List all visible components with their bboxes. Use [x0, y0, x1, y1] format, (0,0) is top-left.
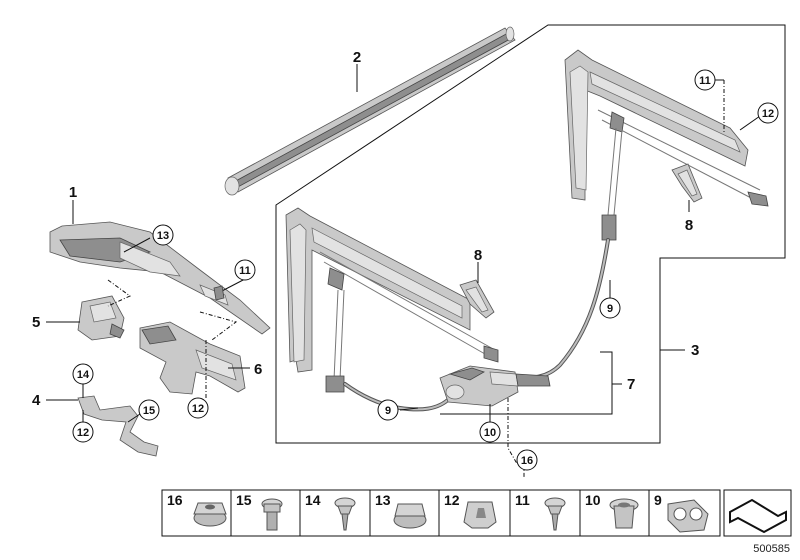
circled-13	[152, 224, 174, 246]
callout-3: 3	[691, 342, 699, 359]
clip-icon	[463, 501, 497, 529]
circled-11-right-label: 11	[699, 75, 711, 87]
legend-12-label: 12	[444, 492, 460, 508]
circled-14	[72, 363, 94, 385]
bracket-8-right[interactable]	[671, 163, 703, 203]
circled-10-label: 10	[484, 427, 496, 439]
legend-10-label: 10	[585, 492, 601, 508]
screw-11-icon	[544, 497, 566, 531]
callout-6: 6	[254, 361, 262, 378]
legend-11-label: 11	[515, 492, 530, 508]
circled-9-right	[599, 297, 621, 319]
legend-15-label: 15	[236, 492, 252, 508]
circled-14-label: 14	[77, 369, 90, 381]
circled-10	[479, 421, 501, 443]
circled-16	[516, 449, 538, 471]
callout-1: 1	[69, 184, 77, 201]
circled-12-left-label: 12	[77, 427, 89, 439]
callout-4: 4	[32, 392, 41, 409]
roller-tube-part[interactable]	[224, 26, 516, 196]
circled-11-left-label: 11	[239, 265, 251, 277]
legend-14-label: 14	[305, 492, 321, 508]
circled-12-left	[72, 421, 94, 443]
circled-12-mid	[187, 397, 209, 419]
callout-5: 5	[32, 314, 40, 331]
diagram-id: 500585	[753, 543, 790, 555]
callout-8-right: 8	[685, 217, 693, 234]
trim-panel-part[interactable]	[49, 221, 271, 335]
grommet-icon	[609, 498, 639, 529]
screw-icon	[334, 497, 356, 531]
strap-4[interactable]	[77, 395, 159, 457]
circled-11-right	[694, 69, 716, 91]
hose-clip-icon	[667, 499, 709, 533]
circled-13-label: 13	[157, 230, 169, 242]
hex-collar-nut-icon	[193, 502, 227, 527]
circled-16-label: 16	[521, 455, 533, 467]
right-guide-rail[interactable]	[564, 49, 769, 241]
circled-12-right-label: 12	[762, 108, 774, 120]
callout-2: 2	[353, 49, 361, 66]
legend-9-label: 9	[654, 492, 662, 508]
legend-13-label: 13	[375, 492, 391, 508]
bolt-icon	[261, 498, 283, 531]
legend-row: 16 15 14 13 12 11 10 9	[161, 489, 792, 537]
circled-15	[138, 399, 160, 421]
callout-7: 7	[627, 376, 635, 393]
circled-11-left	[234, 259, 256, 281]
bracket-5[interactable]	[77, 295, 125, 341]
legend-16-label: 16	[167, 492, 183, 508]
callout-8-left: 8	[474, 247, 482, 264]
circled-9-left-label: 9	[385, 405, 391, 417]
circled-9-left	[377, 399, 399, 421]
bracket-8-left[interactable]	[459, 279, 495, 319]
circled-9-right-label: 9	[607, 303, 613, 315]
circled-12-mid-label: 12	[192, 403, 204, 415]
assembly-3-frame	[275, 24, 786, 444]
left-guide-rail[interactable]	[285, 207, 499, 393]
bracket-6[interactable]	[139, 321, 246, 395]
set-symbol-icon	[723, 489, 792, 537]
circled-12-right	[757, 102, 779, 124]
drive-unit[interactable]	[343, 238, 610, 412]
screw-11-part[interactable]	[213, 285, 225, 301]
flange-nut-icon	[393, 503, 427, 529]
circled-15-label: 15	[143, 405, 155, 417]
